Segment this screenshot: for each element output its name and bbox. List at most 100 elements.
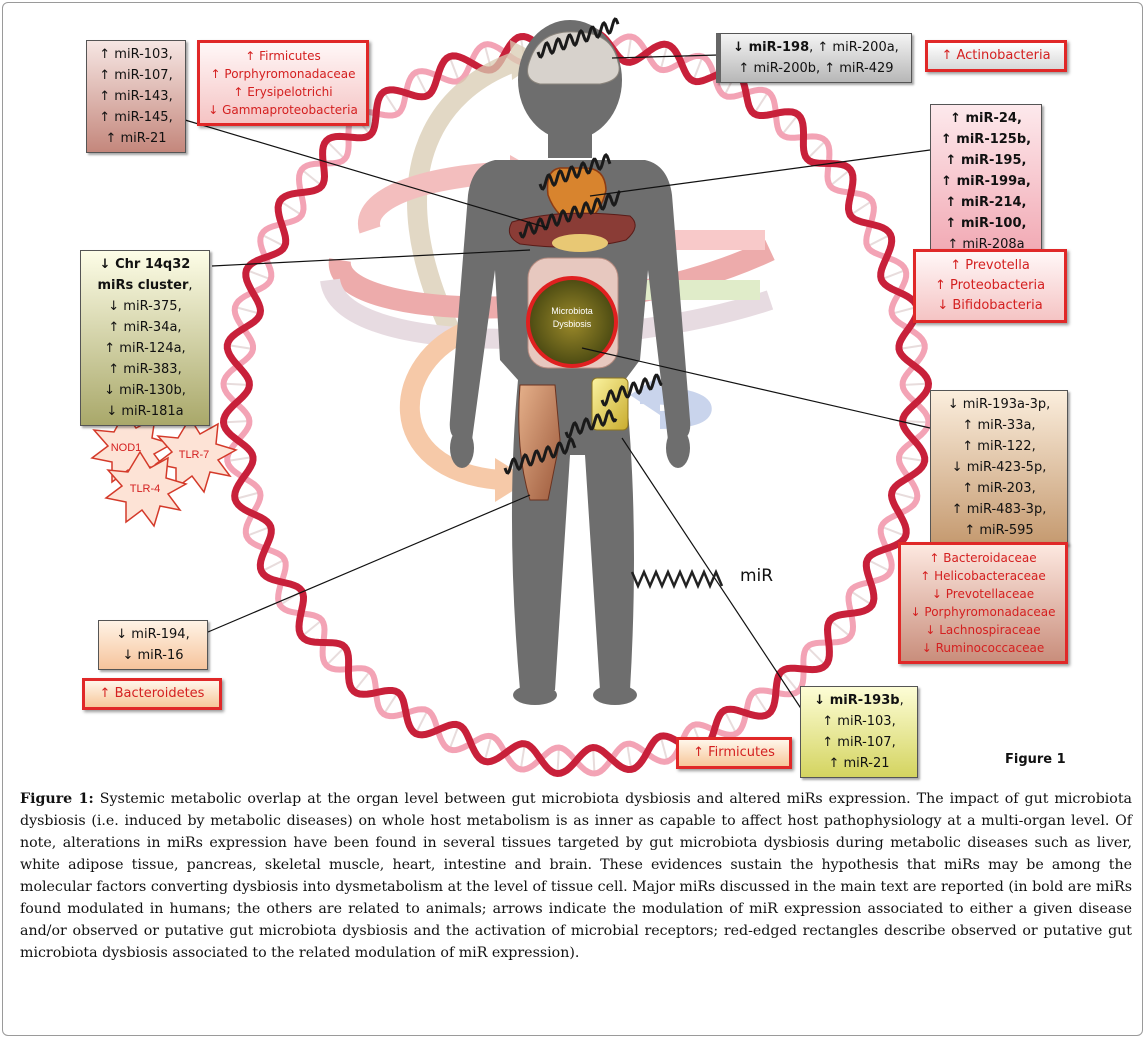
mir-item: ↓ miR-193b,: [807, 690, 911, 711]
dna-rung: [898, 343, 925, 351]
bacteria-item: ↑ Prevotella: [950, 258, 1030, 273]
dna-rung: [556, 747, 560, 774]
dna-rung: [519, 743, 526, 770]
dna-rung: [626, 743, 633, 770]
dna-rung: [880, 525, 906, 537]
nod1-label: NOD1: [111, 442, 142, 454]
mir-item: ↑ miR-203,: [962, 481, 1036, 496]
microbiota-box-brain: ↑ Actinobacteria: [925, 40, 1067, 72]
mir-squiggle-heart: [538, 153, 612, 191]
dna-rung: [723, 709, 738, 735]
mir-item: ↑ miR-214,: [945, 195, 1027, 210]
mir-cluster-suffix: ,: [188, 278, 193, 293]
connector-heart: [589, 149, 931, 197]
dna-rung: [448, 724, 460, 750]
mir-item: ↑ miR-143,: [99, 89, 173, 104]
dna-strand-dark: [219, 28, 933, 778]
bacteria-item: ↑ Actinobacteria: [941, 48, 1051, 63]
mir-item: ↓ miR-375,: [108, 299, 182, 314]
microbiota-dysbiosis-circle: [526, 276, 618, 368]
bacteria-item: ↓ Lachnospiraceae: [925, 623, 1041, 637]
figure-caption: Figure 1: Systemic metabolic overlap at …: [20, 788, 1132, 964]
microbiota-box-pancreas: ↑ Firmicutes: [676, 737, 792, 769]
mir-item: ↑ miR-103,: [822, 714, 896, 729]
mir-item: ↓ miR-16: [122, 648, 184, 663]
tlr7-label: TLR-7: [179, 449, 210, 461]
dna-rung: [261, 233, 286, 248]
dna-rung: [261, 558, 286, 573]
dna-rung: [448, 56, 460, 82]
microbiota-box-muscle: ↑ Bacteroidetes: [82, 678, 222, 710]
dna-rung: [866, 558, 891, 573]
mir-squiggle-pancreas: [564, 409, 618, 439]
dna-rung: [849, 200, 873, 216]
bacteria-item: ↑ Proteobacteria: [934, 278, 1046, 293]
tlr4-label: TLR-4: [130, 483, 161, 495]
bacteria-item: ↑ Firmicutes: [245, 49, 321, 63]
tlr7-starburst: [154, 416, 238, 494]
dna-rung: [659, 735, 669, 762]
dna-rung: [891, 306, 918, 315]
bacteria-item: ↑ Helicobacteraceae: [920, 569, 1046, 583]
dna-rung: [279, 200, 303, 216]
dna-rung: [902, 382, 929, 386]
connector-top-left: [184, 119, 549, 229]
bacteria-item: ↓ Gammaproteobacteria: [208, 103, 358, 117]
dna-rung: [223, 420, 250, 424]
mir-item: ↑ miR-124a,: [104, 341, 186, 356]
dna-rung: [301, 168, 323, 187]
dna-rung: [898, 455, 925, 463]
mir-cluster-subtitle: miRs cluster,: [87, 275, 203, 296]
dna-rung: [246, 525, 272, 537]
connector-fat: [581, 347, 931, 429]
dna-rung: [753, 691, 770, 715]
mir-cluster-name: miRs cluster: [97, 278, 189, 293]
mir-item: ↑ miR-122,: [962, 439, 1036, 454]
dna-rung: [414, 71, 429, 97]
dna-rung: [227, 455, 254, 463]
mir-box-top-left: ↑ miR-103, ↑ miR-107, ↑ miR-143, ↑ miR-1…: [86, 40, 186, 153]
bacteria-item: ↓ Porphyromonadaceae: [910, 605, 1056, 619]
dna-rung: [414, 709, 429, 735]
mir-item: ↑ miR-107,: [99, 68, 173, 83]
neck-shape: [548, 128, 592, 158]
dna-rung: [382, 691, 399, 715]
connector-lines: [184, 54, 931, 711]
dna-rung: [806, 139, 827, 160]
mir-item: ↓ miR-423-5p,: [951, 460, 1047, 475]
right-foot: [593, 685, 637, 705]
dna-rung: [234, 306, 261, 315]
mir-item: ↑ miR-383,: [108, 362, 182, 377]
dna-rung: [626, 36, 633, 63]
figure-label: Figure 1: [1005, 752, 1066, 767]
dna-rung: [234, 491, 261, 500]
mir-squiggle-muscle: [503, 437, 577, 475]
pancreas-organ: [552, 234, 608, 252]
dna-rung: [483, 735, 493, 762]
dna-helix-ring: [219, 28, 933, 778]
left-foot: [513, 685, 557, 705]
arrow-brain-orbit: [407, 50, 524, 335]
mir-item-rest: , ↑ miR-200a,: [809, 40, 899, 55]
mir-item: ↑ miR-21: [105, 131, 167, 146]
dna-rung: [227, 343, 254, 351]
mir-item: ↓ miR-194,: [116, 627, 190, 642]
mir-cluster-title: ↓ Chr 14q32: [99, 257, 191, 272]
mir-box-muscle: ↓ miR-194, ↓ miR-16: [98, 620, 208, 670]
mir-item: ↑ miR-24,: [950, 111, 1022, 126]
mir-item: ↑ miR-145,: [99, 110, 173, 125]
dna-rung: [829, 619, 851, 638]
mir-item: ↑ miR-107,: [822, 735, 896, 750]
arrow-gut-orbit: [320, 277, 774, 349]
connector-top-center: [611, 54, 719, 59]
mir-legend-label: miR: [740, 566, 774, 586]
dna-rung: [325, 139, 346, 160]
mir-box-liver: ↓ Chr 14q32 miRs cluster, ↓ miR-375, ↑ m…: [80, 250, 210, 426]
bacteria-item: ↑ Erysipelotrichi: [233, 85, 333, 99]
microbiota-box-heart: ↑ Prevotella ↑ Proteobacteria ↓ Bifidoba…: [913, 249, 1067, 323]
dna-rung: [753, 91, 770, 115]
mir-squiggle-brain: [536, 17, 620, 59]
bacteria-item: ↓ Ruminococcaceae: [921, 641, 1045, 655]
connector-liver: [211, 249, 531, 267]
mir-item: ↑ miR-595: [964, 523, 1034, 538]
